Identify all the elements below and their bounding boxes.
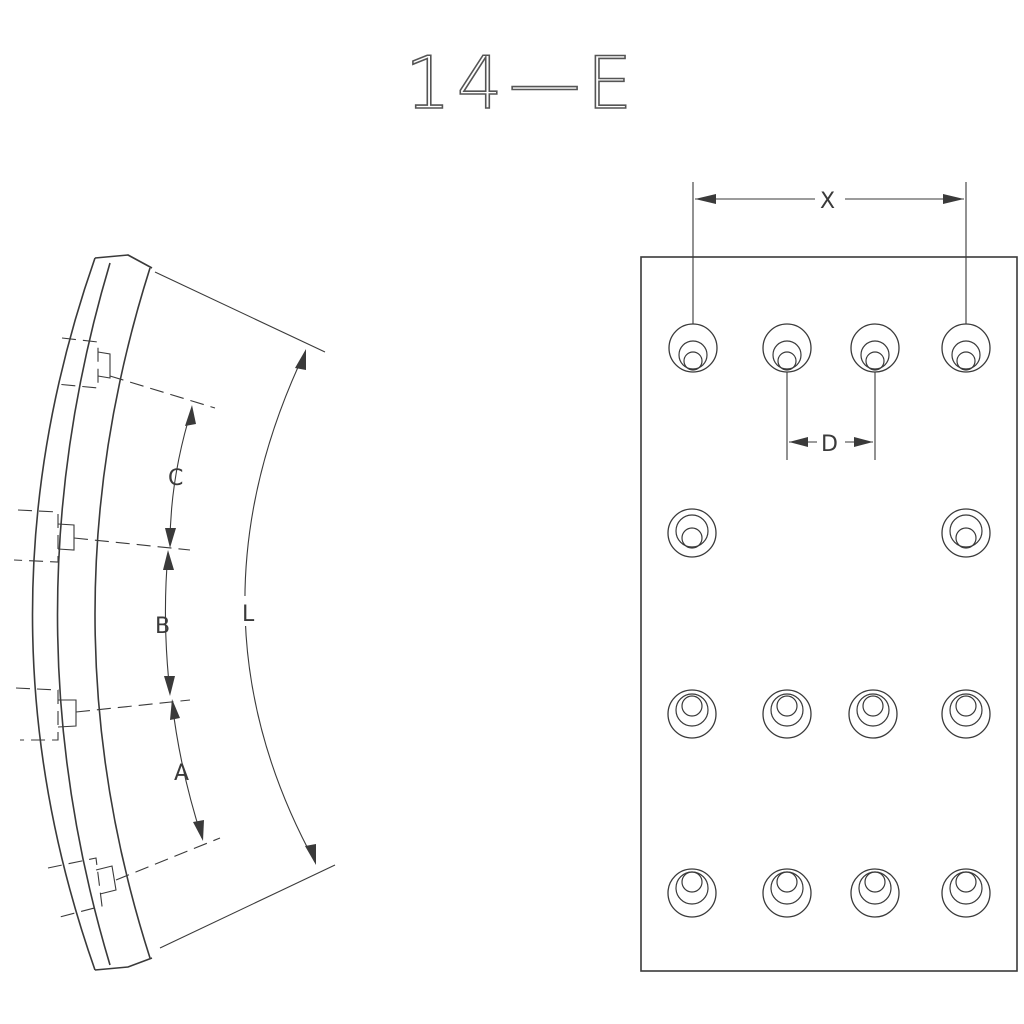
rivet-hole-r2-c1 bbox=[667, 508, 717, 558]
dim-x-label: X bbox=[820, 189, 835, 214]
rivet-hole-r3-c4 bbox=[941, 689, 991, 739]
rivet-hole-r1-c4 bbox=[941, 323, 991, 373]
rivet-section-3 bbox=[15, 687, 77, 741]
dim-d-label: D bbox=[821, 432, 838, 457]
dim-l-label: L bbox=[242, 602, 255, 627]
rivet-hole-r1-c2 bbox=[762, 323, 812, 373]
rivet-hole-r4-c3 bbox=[850, 868, 900, 918]
rivet-hole-r3-c1 bbox=[667, 689, 717, 739]
lining-inner-arc bbox=[56, 262, 111, 966]
rivet-hole-r3-c3 bbox=[848, 689, 898, 739]
lining-bottom-cap bbox=[94, 957, 153, 971]
rivet-hole-r4-c1 bbox=[667, 868, 717, 918]
rivet-hole-r4-c4 bbox=[941, 868, 991, 918]
lining-top-cap bbox=[94, 254, 153, 269]
rivet-hole-r1-c1 bbox=[668, 323, 718, 373]
dim-b-label: B bbox=[155, 614, 170, 639]
rivet-hole-r3-c2 bbox=[762, 689, 812, 739]
rivet-hole-r4-c2 bbox=[762, 868, 812, 918]
dim-a-label: A bbox=[174, 761, 189, 786]
rivet-centerline-1 bbox=[109, 375, 216, 409]
dim-c-label: C bbox=[168, 466, 183, 491]
dim-l-ext-top bbox=[154, 271, 326, 353]
rivet-section-1 bbox=[55, 337, 111, 389]
rivet-section-4 bbox=[47, 857, 117, 919]
lining-plan-outline bbox=[640, 256, 1018, 972]
rivet-section-2 bbox=[13, 509, 75, 563]
rivet-hole-r2-c4 bbox=[941, 508, 991, 558]
side-view: C B A L bbox=[13, 254, 336, 971]
rivet-centerline-2 bbox=[73, 537, 191, 551]
plan-view: X D bbox=[640, 182, 1018, 972]
drawing-title: 14—E bbox=[405, 41, 638, 125]
rivet-centerline-3 bbox=[75, 699, 191, 713]
lining-shoe-arc bbox=[94, 267, 151, 959]
lining-outer-arc bbox=[31, 257, 96, 971]
rivet-hole-r1-c3 bbox=[850, 323, 900, 373]
dim-l-ext-bottom bbox=[159, 864, 336, 949]
rivet-centerline-4 bbox=[115, 837, 221, 881]
